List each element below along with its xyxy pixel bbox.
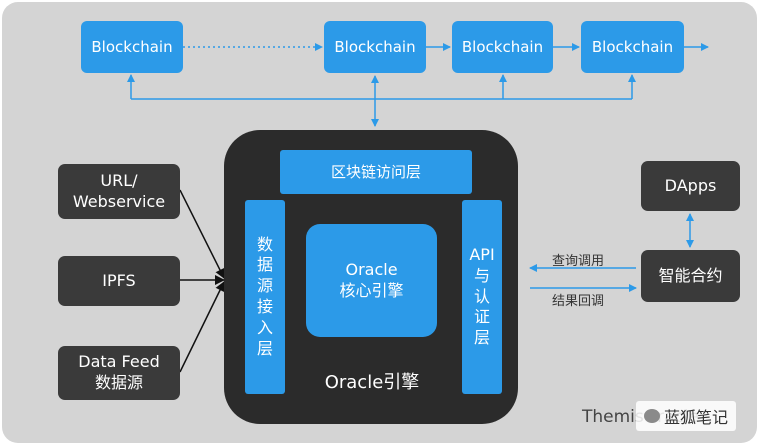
blockchain-access-layer: 区块链访问层 bbox=[280, 150, 472, 194]
oracle-core-engine: Oracle 核心引擎 bbox=[306, 224, 437, 337]
source-datafeed-line1: Data Feed bbox=[78, 352, 160, 372]
account-watermark: 蓝狐笔记 bbox=[636, 401, 737, 431]
data-layer-char: 入 bbox=[256, 317, 273, 337]
account-name: 蓝狐笔记 bbox=[664, 408, 729, 427]
data-layer-char: 数 bbox=[256, 234, 273, 254]
core-line1: Oracle bbox=[345, 259, 398, 279]
dapps-box: DApps bbox=[641, 161, 740, 211]
api-layer-text: API bbox=[469, 245, 495, 264]
wechat-icon bbox=[644, 409, 660, 423]
data-layer-char: 据 bbox=[256, 255, 273, 275]
api-layer-char: 与 bbox=[473, 265, 490, 285]
blockchain-node-2: Blockchain bbox=[324, 21, 426, 73]
source-datafeed-line2: 数据源 bbox=[94, 373, 143, 392]
source-arrow-datafeed bbox=[179, 281, 225, 373]
blockchain-node-1: Blockchain bbox=[81, 21, 183, 73]
result-callback-label: 结果回调 bbox=[552, 294, 605, 309]
data-layer-char: 层 bbox=[256, 338, 273, 358]
source-data-feed: Data Feed 数据源 bbox=[58, 346, 180, 400]
smart-contract-box: 智能合约 bbox=[641, 250, 740, 302]
core-line2: 核心引擎 bbox=[339, 280, 404, 300]
source-url-line1: URL/ bbox=[100, 170, 138, 190]
api-layer-char: 认 bbox=[473, 286, 490, 306]
api-auth-layer: API 与 认 证 层 bbox=[462, 200, 502, 394]
api-layer-char: 证 bbox=[473, 307, 490, 327]
source-url-webservice: URL/ Webservice bbox=[58, 164, 180, 219]
blockchain-node-3: Blockchain bbox=[452, 21, 553, 73]
data-layer-char: 接 bbox=[256, 297, 273, 316]
source-url-line2: Webservice bbox=[72, 191, 166, 211]
source-arrow-url bbox=[179, 189, 225, 279]
source-ipfs: IPFS bbox=[58, 256, 180, 306]
blockchain-node-4: Blockchain bbox=[581, 21, 684, 73]
oracle-engine-title: Oracle引擎 bbox=[324, 372, 420, 394]
query-call-label: 查询调用 bbox=[552, 254, 605, 269]
data-layer-char: 源 bbox=[256, 276, 273, 296]
data-source-access-layer: 数 据 源 接 入 层 bbox=[245, 200, 285, 394]
api-layer-char: 层 bbox=[473, 328, 490, 348]
